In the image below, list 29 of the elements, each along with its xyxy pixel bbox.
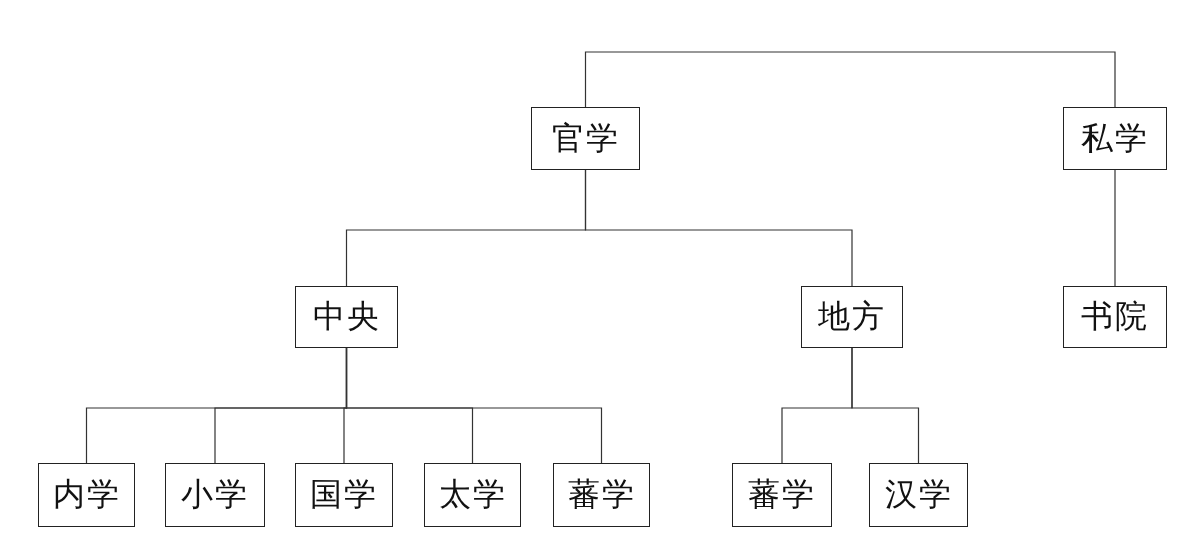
category-box (1063, 286, 1167, 348)
connector-line (584, 169, 853, 287)
category-box (801, 286, 903, 348)
category-box (732, 463, 832, 527)
category-box (295, 463, 393, 527)
category-label: 官学 (551, 117, 620, 159)
category-label: 小学 (181, 474, 249, 515)
connector-line (584, 51, 1116, 108)
category-label: 地方 (818, 296, 886, 337)
category-box (295, 286, 398, 348)
category-box (531, 107, 640, 170)
category-label: 国学 (310, 474, 378, 515)
category-label: 中央 (312, 296, 381, 337)
category-box (38, 463, 135, 527)
category-label: 太学 (438, 474, 507, 515)
connector-line (345, 347, 603, 464)
category-box (553, 463, 650, 527)
category-box (1063, 107, 1167, 170)
connector-line (1114, 169, 1116, 287)
category-box (424, 463, 521, 527)
category-label: 书院 (1081, 296, 1149, 337)
category-label: 汉学 (884, 474, 953, 515)
category-label: 蕃学 (567, 474, 636, 515)
category-label: 内学 (52, 474, 121, 515)
connector-line (851, 347, 920, 464)
category-label: 蕃学 (748, 474, 816, 515)
category-box (165, 463, 265, 527)
category-box (869, 463, 968, 527)
category-label: 私学 (1081, 117, 1149, 159)
